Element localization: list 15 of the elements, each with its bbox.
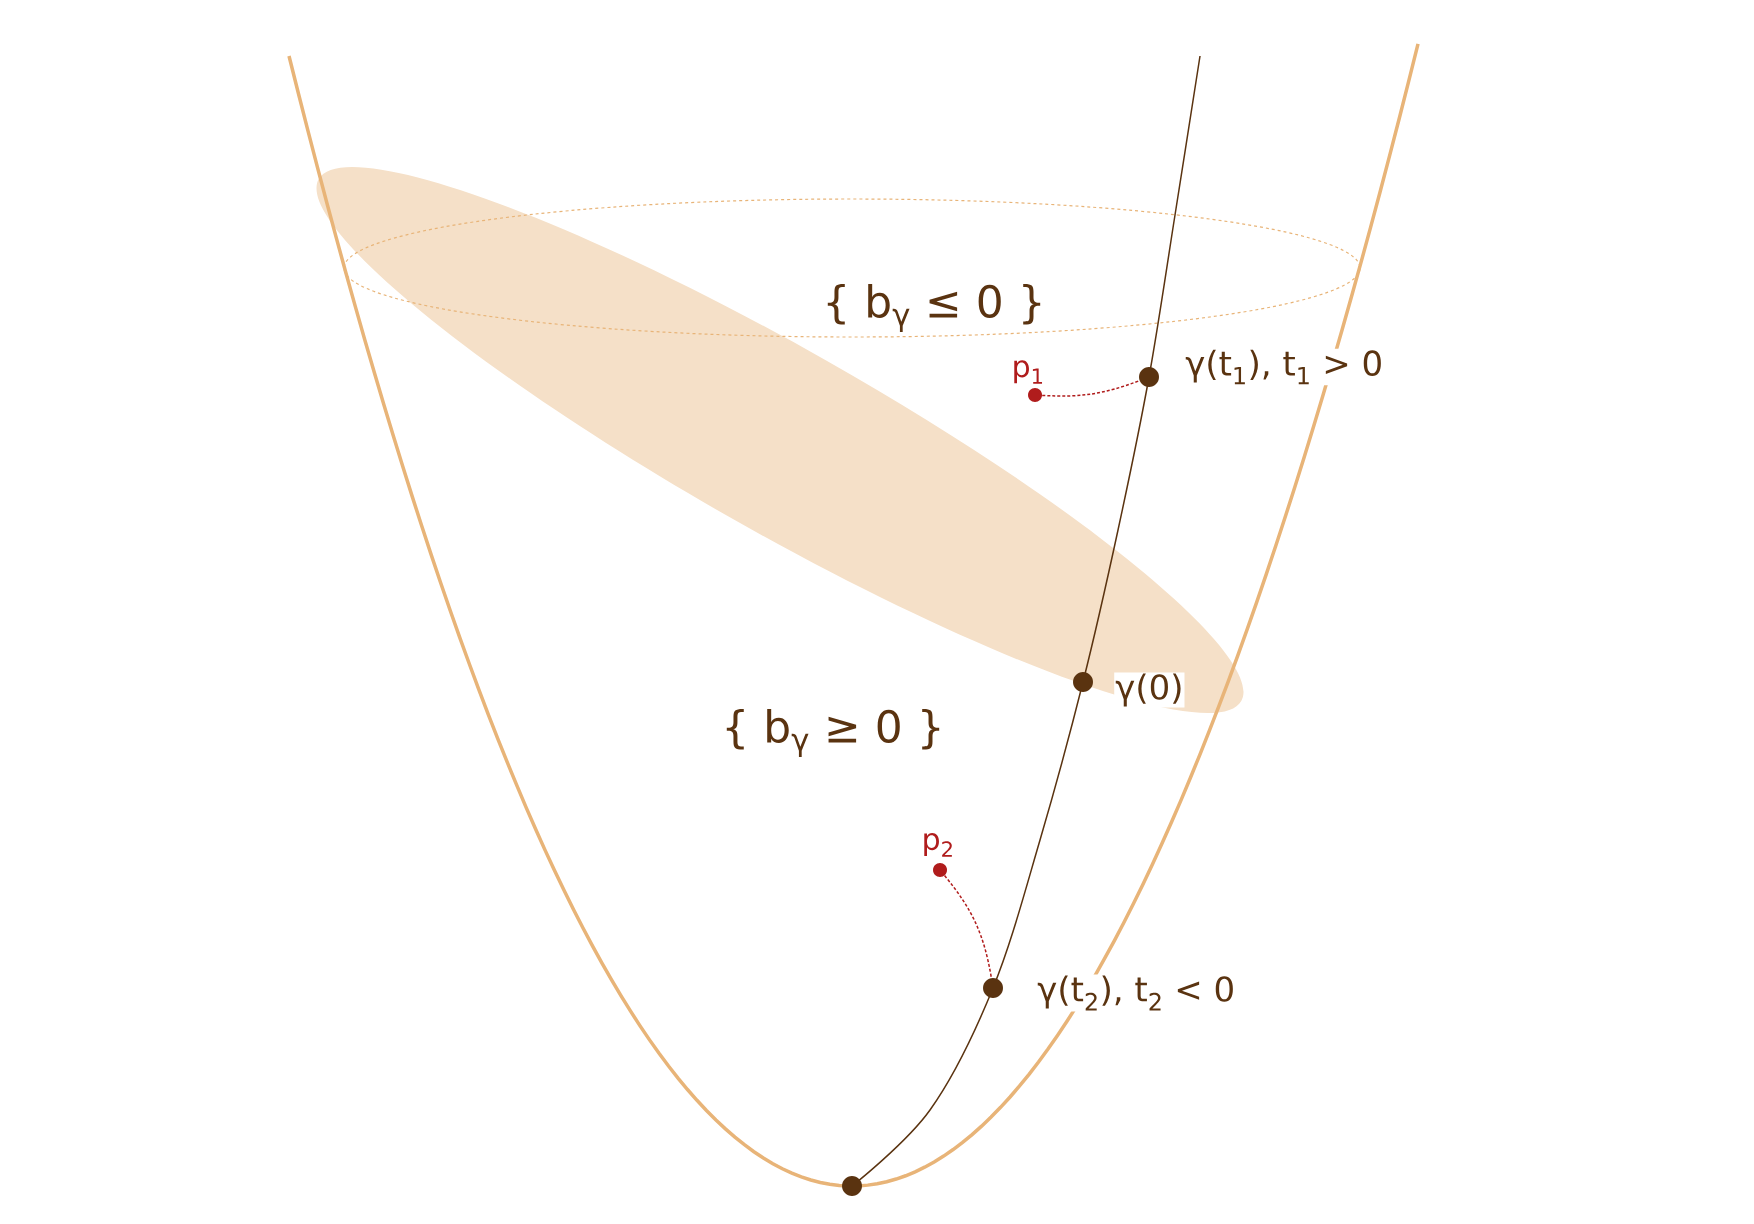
point bbox=[1028, 388, 1042, 402]
region-label: { b$_{γ}$ ≤ 0 } bbox=[827, 283, 1041, 333]
point-label: p$_{2}$ bbox=[920, 832, 956, 858]
dotted-connector bbox=[1041, 379, 1141, 397]
point-label: γ(t$_{1}$), t$_{1}$ > 0 bbox=[1184, 348, 1385, 386]
dotted-connector bbox=[943, 874, 993, 979]
point-label: γ(t$_{2}$), t$_{2}$ < 0 bbox=[1036, 974, 1237, 1012]
point-label: γ(0) bbox=[1114, 672, 1185, 708]
region-label: { b$_{γ}$ ≥ 0 } bbox=[726, 708, 940, 758]
point bbox=[933, 863, 947, 877]
point bbox=[842, 1176, 862, 1196]
point bbox=[1073, 672, 1093, 692]
point bbox=[983, 978, 1003, 998]
point-label: p$_{1}$ bbox=[1010, 359, 1046, 385]
point bbox=[1139, 367, 1159, 387]
